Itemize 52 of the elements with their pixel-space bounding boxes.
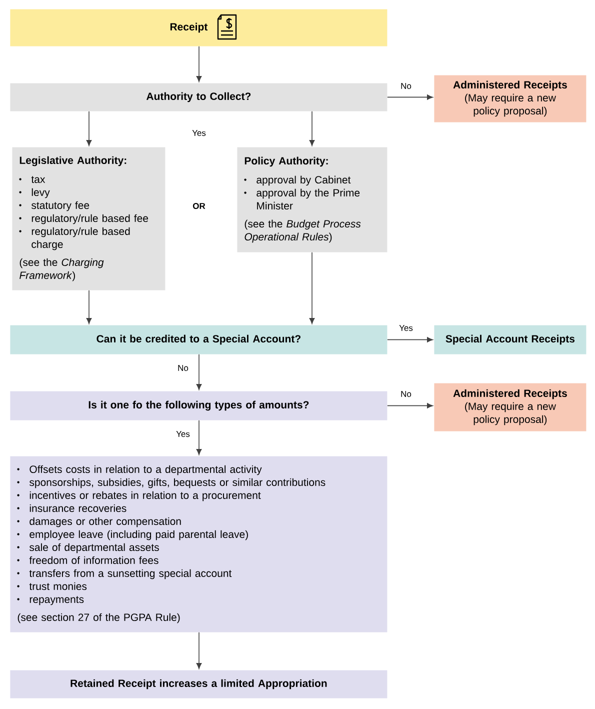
arrow [387, 94, 433, 100]
arrow [86, 111, 92, 146]
bullet-item: regulatory/rule based fee [19, 214, 148, 224]
decision-box: Can it be credited to a Special Account? [10, 325, 388, 354]
bullet-item: approval by the Prime Minister [244, 188, 360, 210]
list-box [10, 456, 388, 632]
bullet-item: sale of departmental assets [17, 543, 159, 554]
outcome-box: Administered Receipts (May require a new policy proposal) [434, 75, 586, 122]
bullet-item: trust monies [17, 582, 87, 590]
arrow [196, 420, 202, 455]
bullet-item: damages or other compensation [17, 517, 181, 528]
arrow [387, 403, 433, 408]
edge-label: No [400, 82, 412, 90]
bullet-item: freedom of information fees [17, 556, 158, 564]
arrow [387, 337, 433, 342]
arrow [196, 354, 202, 390]
arrow [309, 252, 315, 324]
connector-word: OR [192, 203, 206, 209]
outcome-box: Administered Receipts (May require a new policy proposal) [434, 383, 586, 432]
bullet-item: sponsorships, subsidies, gifts, bequests or similar contributions [17, 478, 326, 488]
decision-box: Authority to Collect? [10, 83, 388, 112]
info-box [237, 147, 388, 252]
bullet-item: tax [19, 176, 46, 184]
bullet-item: Offsets costs in relation to a departmental activity [17, 465, 262, 476]
arrow [309, 111, 315, 146]
note-text: (see section 27 of the PGPA Rule) [18, 613, 180, 624]
edge-label: No [176, 364, 190, 372]
arrow [196, 632, 202, 669]
note-text: (see the Budget Process Operational Rules) [244, 220, 361, 243]
info-box [12, 147, 166, 290]
bullet-item: regulatory/rule based charge [19, 227, 130, 250]
bullet-item: repayments [17, 596, 84, 606]
edge-label: Yes [398, 324, 414, 332]
arrow [86, 290, 92, 324]
bullet-item: statutory fee [19, 201, 90, 212]
box-heading: Policy Authority: [244, 156, 328, 167]
box-heading: Legislative Authority: [20, 156, 126, 166]
edge-label: Yes [175, 430, 191, 438]
outcome-box: Special Account Receipts [434, 325, 586, 354]
bullet-item: insurance recoveries [17, 504, 126, 512]
arrow [196, 46, 202, 82]
bullet-item: levy [19, 188, 50, 198]
bullet-item: approval by Cabinet [244, 176, 351, 186]
bullet-item: incentives or rebates in relation to a procurement [17, 491, 261, 502]
outcome-box: Retained Receipt increases a limited Appropriation [10, 670, 388, 698]
edge-label: No [400, 390, 412, 398]
start-box: Receipt [10, 9, 388, 46]
bullet-item: employee leave (including paid parental leave) [17, 530, 248, 540]
branch-label: Yes [192, 130, 206, 136]
bullet-item: transfers from a sunsetting special account [17, 569, 232, 580]
note-text: (see the Charging Framework) [20, 258, 104, 282]
decision-box: Is it one fo the following types of amounts? [10, 391, 388, 420]
